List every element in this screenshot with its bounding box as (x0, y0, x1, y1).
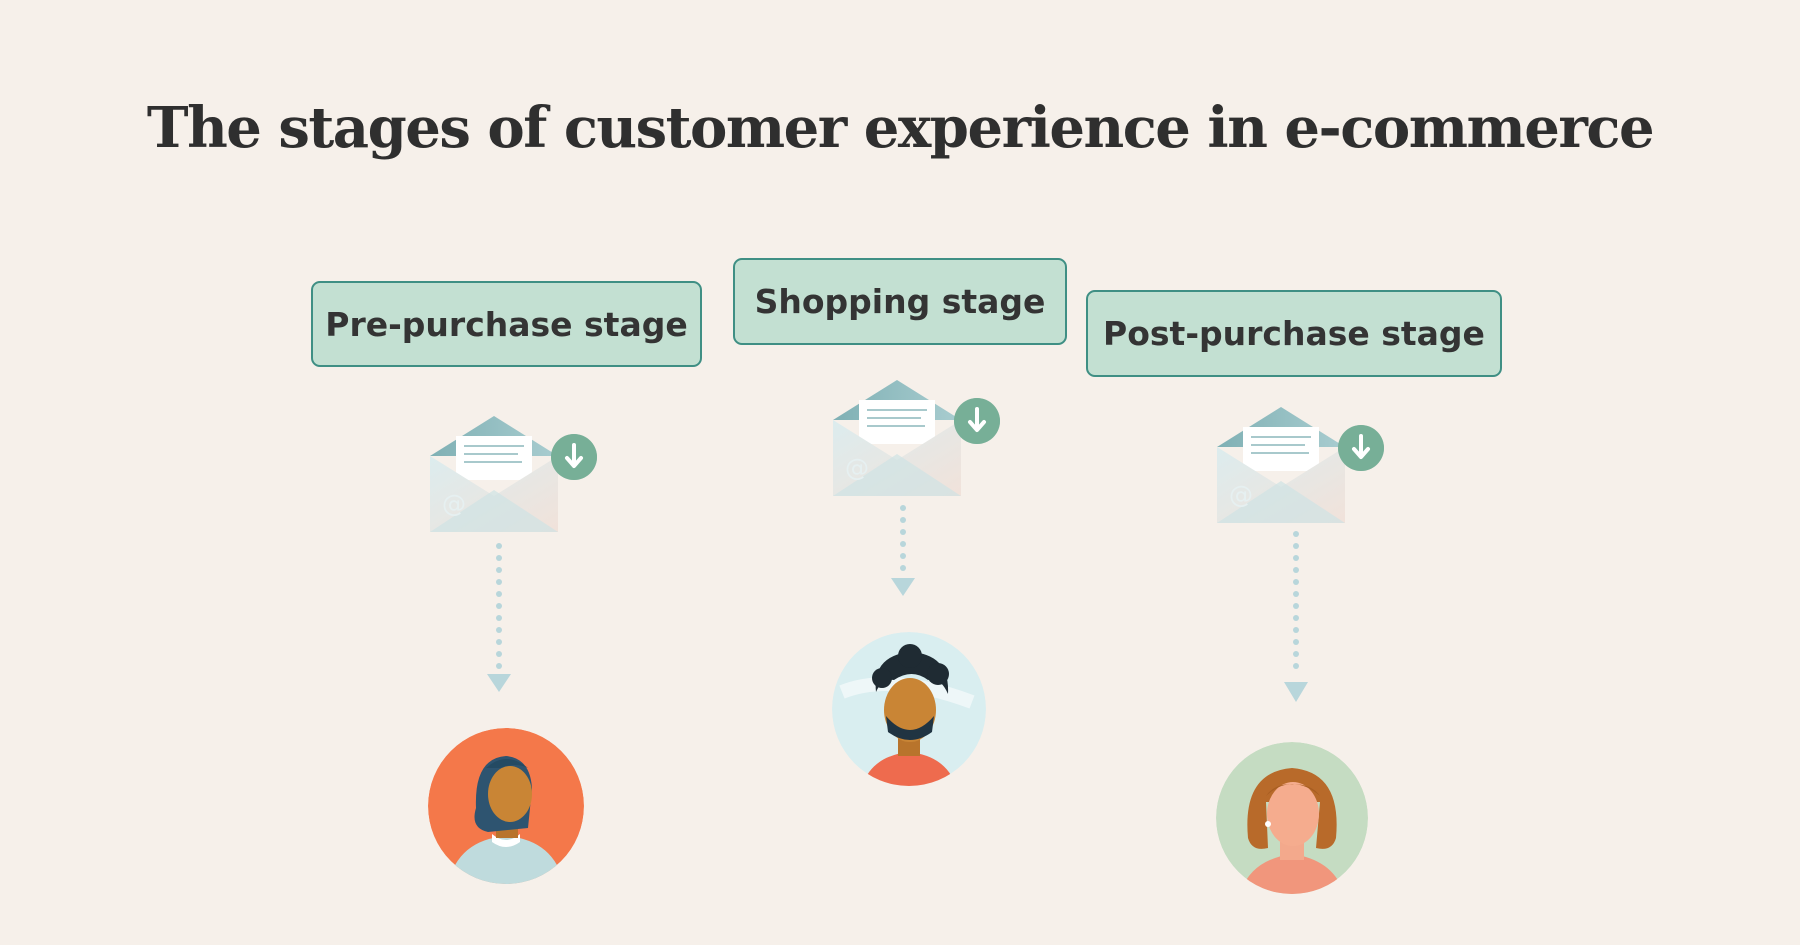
stage-label-post-purchase: Post-purchase stage (1086, 290, 1502, 377)
stage-label-shopping: Shopping stage (733, 258, 1067, 345)
customer-avatar-2 (832, 632, 986, 786)
page-title: The stages of customer experience in e-c… (146, 95, 1655, 161)
stage-label-text: Shopping stage (754, 282, 1046, 321)
email-download-icon: @ (831, 376, 1003, 500)
stage-label-pre-purchase: Pre-purchase stage (311, 281, 702, 367)
svg-text:@: @ (1229, 481, 1253, 509)
email-download-icon: @ (428, 412, 600, 536)
customer-avatar-1 (428, 728, 584, 884)
stage-label-text: Post-purchase stage (1103, 314, 1485, 353)
arrow-down-icon (484, 540, 514, 696)
stage-label-text: Pre-purchase stage (325, 304, 688, 344)
svg-text:@: @ (845, 454, 869, 482)
email-download-icon: @ (1215, 403, 1387, 527)
customer-avatar-3 (1216, 742, 1368, 894)
arrow-down-icon (888, 502, 918, 600)
svg-text:@: @ (442, 490, 466, 518)
arrow-down-icon (1281, 528, 1311, 706)
